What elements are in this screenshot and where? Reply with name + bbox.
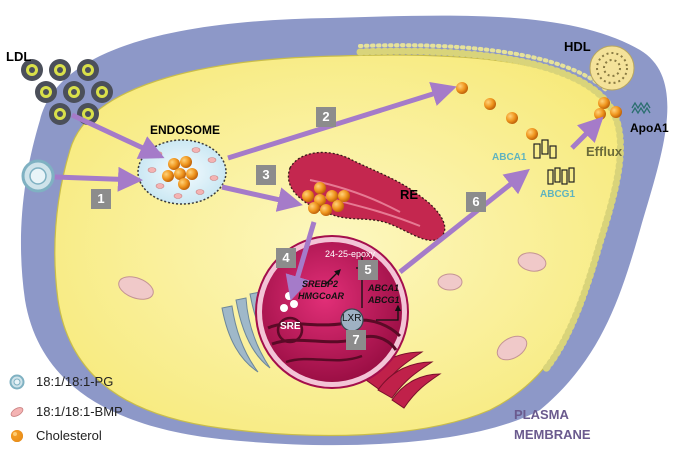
re-label: RE [400,187,419,202]
plasma-label: PLASMA [514,407,569,422]
recycling-endosome [287,151,446,241]
step-2-marker: 2 [316,107,336,127]
step-5-marker: 5 [358,260,378,280]
membrane-label: MEMBRANE [514,427,591,442]
abca1-transporter [533,139,557,159]
bmp-lipid-icon [10,407,24,417]
endosome-label: ENDOSOME [150,123,221,137]
sre-label: SRE [280,321,301,332]
abcg1-transporter [547,167,575,185]
hdl-label: HDL [564,39,591,54]
cholesterol-icon [11,430,23,442]
pg-liposome [21,159,55,193]
ldl-particles [21,59,113,125]
efflux-label: Efflux [586,144,623,159]
legend-label-pg: 18:1/18:1-PG [36,374,114,389]
step-7-marker: 7 [346,330,366,350]
abca1-membrane-label: ABCA1 [492,152,527,163]
hmgcoar-label: HMGCoAR [298,291,344,301]
abca1-nucleus-label: ABCA1 [368,283,400,293]
hdl-particle [589,45,635,91]
effluxed-cholesterol [594,97,622,120]
apoa1-label: ApoA1 [630,121,669,135]
legend-label-cholesterol: Cholesterol [36,428,102,443]
step-3-marker: 3 [256,165,276,185]
step-1-marker: 1 [91,189,111,209]
srebp2-label: SREBP2 [302,279,339,289]
mitochondria [118,252,547,361]
pg-liposome-icon [9,374,25,390]
abcg1-membrane-label: ABCG1 [540,189,576,200]
lxr-label: LXR [342,313,362,324]
step-4-marker: 4 [276,248,296,268]
legend-label-bmp: 18:1/18:1-BMP [36,404,123,419]
abcg1-nucleus-label: ABCG1 [368,295,400,305]
step-6-marker: 6 [466,192,486,212]
legend: 18:1/18:1-PG 18:1/18:1-BMP Cholesterol [6,374,146,448]
ldl-label: LDL [6,49,32,64]
membrane-cholesterol [456,82,538,140]
apoa1-icon [631,101,651,115]
endoplasmic-reticulum [365,351,442,409]
plasma-membrane-dots [356,47,624,374]
trafficking-arrows [54,82,604,301]
epoxy-label: 24-25-epoxy [325,249,376,259]
